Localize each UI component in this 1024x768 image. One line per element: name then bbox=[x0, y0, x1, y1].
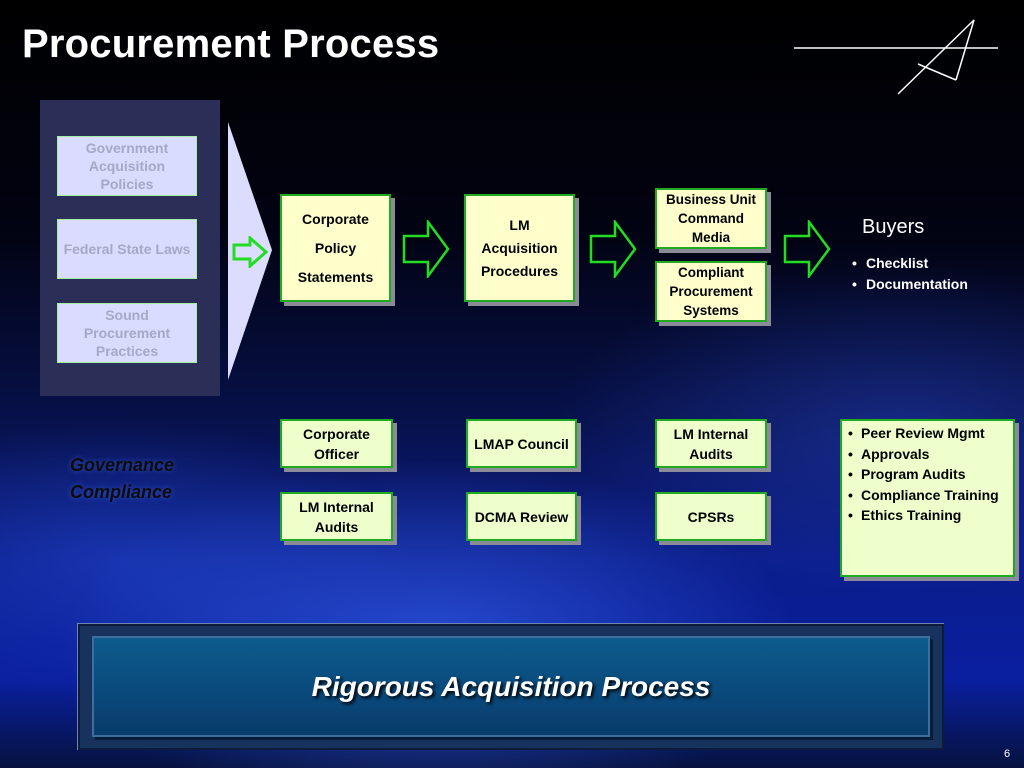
federal-state-laws-box: Federal State Laws bbox=[57, 219, 197, 279]
rigorous-process-banner: Rigorous Acquisition Process bbox=[92, 636, 930, 737]
box-label: Compliant Procurement Systems bbox=[669, 265, 753, 318]
flow-arrow-1 bbox=[402, 220, 450, 278]
box-label: LMAP Council bbox=[474, 435, 569, 452]
government-acquisition-policies-box: Government Acquisition Policies bbox=[57, 136, 197, 196]
oversight-activities-list: •Peer Review Mgmt •Approvals •Program Au… bbox=[848, 423, 1007, 526]
box-label: LM Internal Audits bbox=[673, 425, 749, 462]
list-item: •Ethics Training bbox=[848, 507, 962, 523]
dcma-review-box: DCMA Review bbox=[466, 492, 577, 541]
buyers-list: Checklist Documentation bbox=[852, 253, 968, 295]
lm-internal-audits-box-top: LM Internal Audits bbox=[655, 419, 767, 468]
box-label: LM Internal Audits bbox=[299, 498, 374, 535]
slide-title: Procurement Process bbox=[22, 22, 440, 66]
small-green-arrow-icon bbox=[232, 236, 268, 268]
label-line: Governance bbox=[70, 455, 175, 475]
box-label: Corporate Policy Statements bbox=[297, 210, 374, 285]
box-label: Sound Procurement Practices bbox=[83, 307, 171, 359]
list-item: •Compliance Training bbox=[848, 486, 999, 503]
company-logo-star-icon bbox=[794, 19, 998, 95]
box-label: DCMA Review bbox=[474, 508, 569, 525]
lm-acquisition-procedures-box: LM Acquisition Procedures bbox=[464, 194, 575, 302]
buyers-heading: Buyers bbox=[862, 216, 925, 238]
sound-procurement-practices-box: Sound Procurement Practices bbox=[57, 303, 197, 363]
lm-internal-audits-box-bottom: LM Internal Audits bbox=[280, 492, 393, 541]
box-label: Federal State Laws bbox=[63, 241, 191, 257]
box-label: LM Acquisition Procedures bbox=[480, 216, 559, 279]
corporate-officer-box: Corporate Officer bbox=[280, 419, 393, 468]
list-item: •Program Audits bbox=[848, 466, 966, 482]
box-label: CPSRs bbox=[687, 508, 735, 525]
box-label: Government Acquisition Policies bbox=[85, 140, 169, 192]
buyers-item-documentation: Documentation bbox=[852, 274, 968, 295]
flow-arrow-2 bbox=[589, 220, 637, 278]
compliant-procurement-systems-box: Compliant Procurement Systems bbox=[655, 261, 767, 322]
label-line: Compliance bbox=[70, 482, 173, 502]
box-label: Business Unit Command Media bbox=[665, 192, 757, 245]
oversight-activities-box: •Peer Review Mgmt •Approvals •Program Au… bbox=[840, 419, 1015, 577]
box-label: Corporate Officer bbox=[303, 425, 370, 462]
list-item: •Peer Review Mgmt bbox=[848, 425, 985, 441]
cpsrs-box: CPSRs bbox=[655, 492, 767, 541]
lmap-council-box: LMAP Council bbox=[466, 419, 577, 468]
buyers-item-checklist: Checklist bbox=[852, 253, 968, 274]
business-unit-command-media-box: Business Unit Command Media bbox=[655, 188, 767, 249]
corporate-policy-statements-box: Corporate Policy Statements bbox=[280, 194, 391, 302]
list-item: •Approvals bbox=[848, 445, 930, 462]
governance-compliance-label: Governance Compliance bbox=[70, 452, 174, 506]
page-number: 6 bbox=[1004, 748, 1011, 760]
flow-arrow-3 bbox=[783, 220, 831, 278]
banner-text: Rigorous Acquisition Process bbox=[311, 670, 711, 702]
